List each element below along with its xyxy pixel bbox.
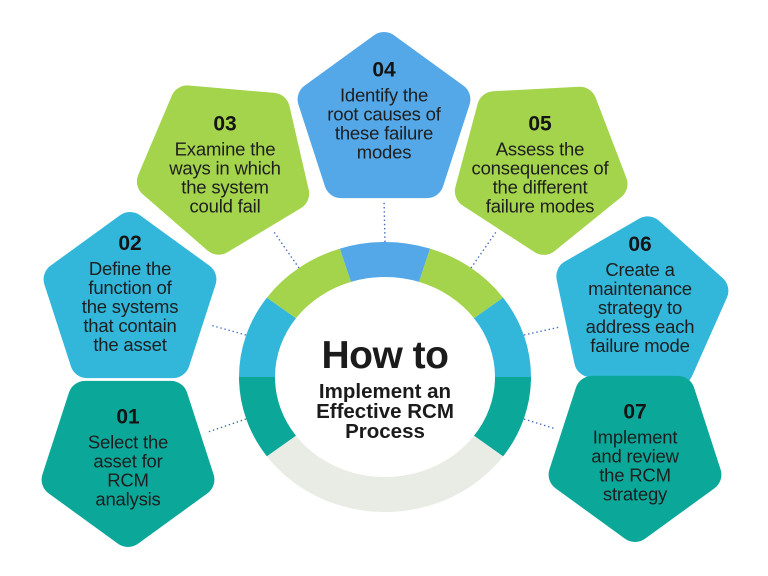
ring-segment-step-04 — [339, 241, 431, 282]
connector-line-step-03 — [273, 231, 300, 269]
pentagon-step-07 — [548, 375, 722, 542]
connector-line-step-05 — [470, 231, 497, 269]
pentagon-step-04 — [297, 32, 471, 199]
ring-segment-step-06 — [474, 297, 531, 377]
center-ring — [238, 241, 531, 513]
pentagon-layer — [41, 32, 729, 547]
pentagon-step-06 — [556, 216, 729, 387]
connector-line-step-07 — [523, 418, 557, 430]
ring-segment-step-02 — [238, 297, 296, 377]
ring-segment-step-05 — [419, 248, 504, 319]
ring-segment-step-01 — [238, 377, 296, 457]
pentagon-step-01 — [41, 380, 215, 547]
pentagon-step-05 — [454, 86, 628, 255]
connector-line-step-04 — [383, 199, 386, 243]
ring-segment-step-03 — [266, 248, 351, 319]
connector-line-step-01 — [207, 418, 247, 433]
ring-segment-step-07 — [474, 377, 531, 457]
pentagon-step-02 — [43, 212, 217, 379]
ring-segment-gap — [266, 435, 504, 513]
connector-line-step-06 — [523, 326, 561, 336]
connector-line-step-02 — [209, 324, 247, 336]
pentagon-step-03 — [136, 85, 310, 255]
